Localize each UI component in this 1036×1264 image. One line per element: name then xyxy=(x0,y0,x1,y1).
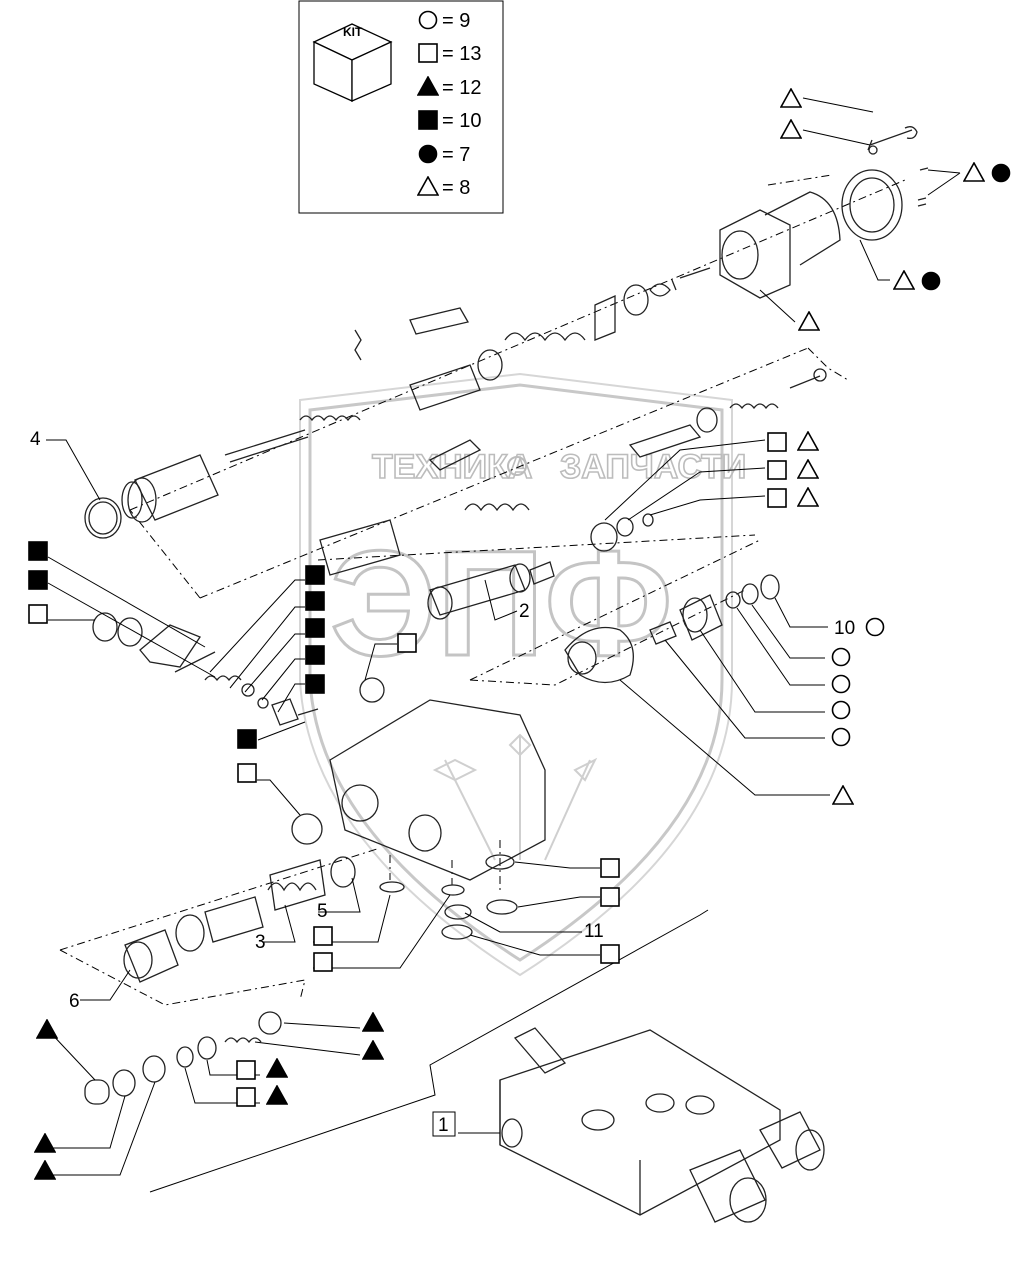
triangle-filled-icon xyxy=(362,1012,384,1032)
square-open-icon xyxy=(236,1087,256,1107)
triangle-open-icon xyxy=(797,487,819,507)
triangle-open-icon xyxy=(798,311,820,331)
callout-11: 11 xyxy=(584,921,604,942)
triangle-open-icon xyxy=(797,431,819,451)
legend-circle-filled-count: = 7 xyxy=(442,144,470,166)
square-filled-icon xyxy=(237,729,257,749)
square-open-icon xyxy=(600,944,620,964)
callout-5: 5 xyxy=(317,901,328,922)
square-open-icon xyxy=(418,43,438,63)
legend-square-filled-count: = 10 xyxy=(442,110,481,132)
watermark-right-text: ЗАПЧАСТИ xyxy=(560,448,746,486)
square-filled-icon xyxy=(305,645,325,665)
square-filled-icon xyxy=(305,591,325,611)
square-open-icon xyxy=(313,926,333,946)
valve-assembly xyxy=(499,1027,825,1223)
circle-filled-icon xyxy=(418,144,438,164)
callout-2: 2 xyxy=(519,601,530,622)
square-open-icon xyxy=(767,460,787,480)
circle-open-icon xyxy=(831,700,851,720)
callout-1-box xyxy=(432,1111,456,1137)
triangle-filled-icon xyxy=(362,1040,384,1060)
legend-circle-open-count: = 9 xyxy=(442,10,470,32)
legend-triangle-open-count: = 8 xyxy=(442,177,470,199)
square-open-icon xyxy=(397,633,417,653)
watermark-wheat-icon xyxy=(432,733,598,861)
watermark-logo-text: ЭПФ xyxy=(330,519,673,687)
gear-icon xyxy=(507,456,527,476)
circle-open-icon xyxy=(831,674,851,694)
kit-tag: KIT xyxy=(343,25,363,39)
circle-open-icon xyxy=(865,617,885,637)
parts-top-assembly xyxy=(224,126,929,471)
square-filled-icon xyxy=(305,565,325,585)
parts-middle-assembly xyxy=(84,454,780,726)
triangle-open-icon xyxy=(893,270,915,290)
square-open-icon xyxy=(600,858,620,878)
watermark: ТЕХНИКА ЗАПЧАСТИ ЭПФ xyxy=(299,372,747,977)
circle-filled-icon xyxy=(991,163,1011,183)
legend-square-open-count: = 13 xyxy=(442,43,481,65)
square-open-icon xyxy=(600,887,620,907)
triangle-filled-icon xyxy=(34,1133,56,1153)
circle-open-icon xyxy=(831,727,851,747)
leader-lines xyxy=(46,97,961,1193)
square-open-icon xyxy=(313,952,333,972)
callout-3: 3 xyxy=(255,932,266,953)
circle-open-icon xyxy=(831,647,851,667)
callout-6: 6 xyxy=(69,991,80,1012)
square-open-icon xyxy=(28,604,48,624)
triangle-filled-icon xyxy=(266,1058,288,1078)
triangle-filled-icon xyxy=(36,1019,58,1039)
triangle-open-icon xyxy=(780,119,802,139)
callout-10: 10 xyxy=(834,618,855,639)
watermark-left-text: ТЕХНИКА xyxy=(372,448,532,486)
square-filled-icon xyxy=(305,674,325,694)
square-open-icon xyxy=(767,488,787,508)
kit-legend: KIT = 9 = 13 = 12 = 10 = 7 = 8 xyxy=(298,0,504,214)
square-filled-icon xyxy=(28,570,48,590)
callout-1: 1 xyxy=(438,1115,449,1136)
kit-box-icon: KIT xyxy=(312,23,393,103)
assembly-axes xyxy=(59,174,906,1006)
triangle-filled-icon xyxy=(266,1085,288,1105)
square-filled-icon xyxy=(305,618,325,638)
number-callouts: 4 2 10 11 5 3 6 1 xyxy=(30,429,855,1137)
callout-4: 4 xyxy=(30,429,41,450)
circle-filled-icon xyxy=(921,271,941,291)
triangle-open-icon xyxy=(797,459,819,479)
square-open-icon xyxy=(237,763,257,783)
square-filled-icon xyxy=(418,110,438,130)
square-filled-icon xyxy=(28,541,48,561)
square-open-icon xyxy=(236,1060,256,1080)
triangle-open-icon xyxy=(963,162,985,182)
triangle-filled-icon xyxy=(34,1160,56,1180)
square-open-icon xyxy=(767,432,787,452)
parts-lower-assembly xyxy=(84,699,546,1105)
triangle-open-icon xyxy=(832,785,854,805)
circle-open-icon xyxy=(418,10,438,30)
triangle-open-icon xyxy=(780,88,802,108)
legend-triangle-filled-count: = 12 xyxy=(442,77,481,99)
